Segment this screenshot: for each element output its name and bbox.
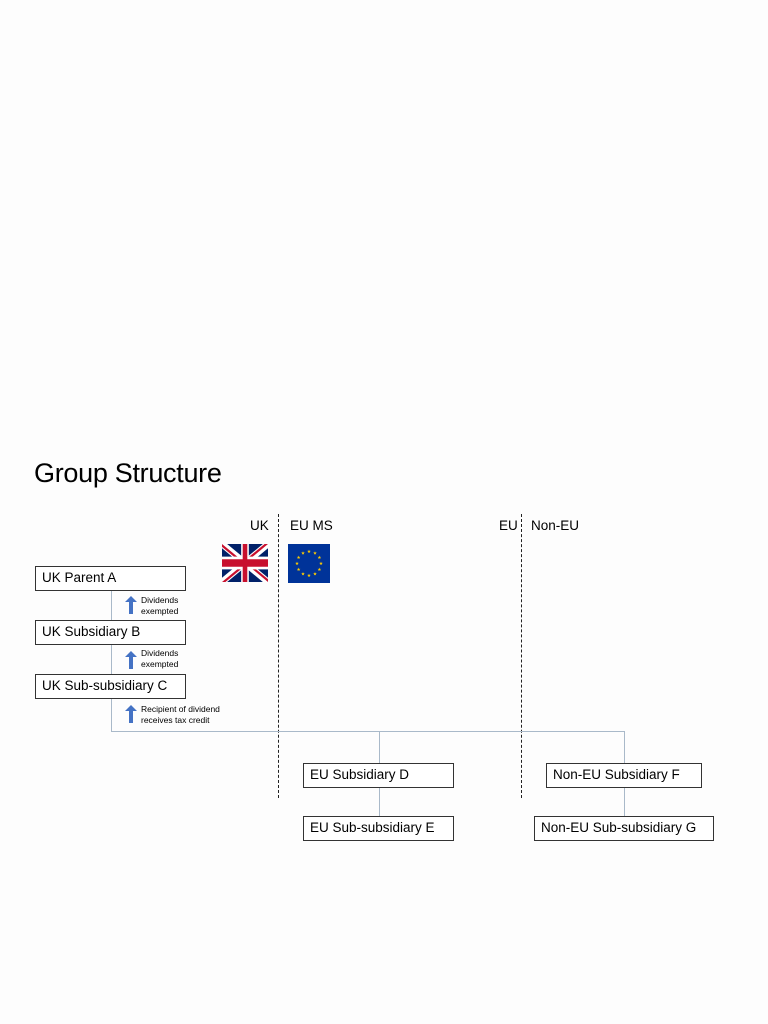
eu-flag-icon	[288, 544, 330, 583]
entity-eu-subsidiary-d: EU Subsidiary D	[303, 763, 454, 788]
region-label-eu: EU	[499, 518, 518, 533]
region-label-non-eu: Non-EU	[531, 518, 580, 533]
dividend-arrow-up-icon	[125, 651, 137, 669]
entity-non-eu-subsidiary-f: Non-EU Subsidiary F	[546, 763, 702, 788]
note-line: Dividends	[141, 648, 179, 658]
note-line: receives tax credit	[141, 715, 210, 725]
connector-to-d	[379, 731, 380, 764]
page-title: Group Structure	[34, 458, 222, 488]
note-line: exempted	[141, 659, 179, 669]
uk-eu-divider	[278, 514, 279, 798]
note-line: Recipient of dividend	[141, 704, 220, 714]
connector-f-g	[624, 788, 625, 816]
eu-star-icon	[301, 551, 305, 555]
region-label-uk: UK	[250, 518, 269, 533]
eu-star-icon	[296, 567, 301, 572]
eu-star-icon	[301, 571, 305, 576]
eu-star-icon	[295, 561, 299, 566]
note-line: Dividends	[141, 595, 179, 605]
note-dividends-exempted-bc: Dividends exempted	[141, 648, 178, 670]
connector-a-b	[111, 591, 112, 621]
region-label-eu-ms: EU MS	[290, 518, 333, 533]
entity-non-eu-sub-subsidiary-g: Non-EU Sub-subsidiary G	[534, 816, 714, 841]
eu-star-icon	[307, 573, 311, 578]
eu-star-icon	[296, 555, 301, 560]
eu-non-eu-divider	[521, 514, 522, 798]
note-dividends-exempted-ab: Dividends exempted	[141, 595, 178, 617]
eu-star-icon	[307, 549, 311, 554]
eu-star-icon	[313, 551, 317, 555]
entity-eu-sub-subsidiary-e: EU Sub-subsidiary E	[303, 816, 454, 841]
eu-star-icon	[317, 555, 322, 560]
connector-d-e	[379, 788, 380, 816]
note-line: exempted	[141, 606, 179, 616]
eu-star-icon	[317, 567, 322, 572]
connector-to-f	[624, 731, 625, 764]
entity-uk-subsidiary-b: UK Subsidiary B	[35, 620, 186, 645]
note-tax-credit: Recipient of dividend receives tax credi…	[141, 704, 220, 726]
eu-star-icon	[313, 571, 317, 576]
connector-c-trunk	[111, 699, 112, 732]
entity-uk-parent-a: UK Parent A	[35, 566, 186, 591]
dividend-arrow-up-icon	[125, 596, 137, 614]
entity-uk-sub-subsidiary-c: UK Sub-subsidiary C	[35, 674, 186, 699]
dividend-arrow-up-icon	[125, 705, 137, 723]
connector-horizontal	[111, 731, 625, 732]
eu-star-icon	[319, 561, 323, 566]
connector-b-c	[111, 645, 112, 675]
uk-flag-icon	[222, 544, 268, 582]
